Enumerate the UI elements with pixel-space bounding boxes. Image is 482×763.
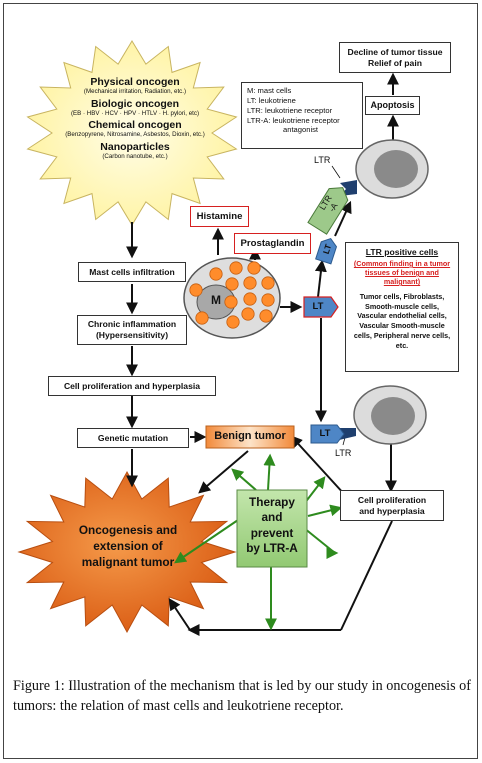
malignant-tumor-burst: [17, 470, 237, 634]
therapy-line-2: and: [261, 510, 283, 525]
mast-infiltration-label: Mast cells infiltration: [89, 266, 175, 277]
chemical-oncogen-detail: (Benzopyrene, Nitrosamine, Asbestos, Dio…: [65, 131, 205, 139]
lt-label-center: LT: [312, 301, 324, 312]
histamine-box: Histamine: [190, 206, 249, 227]
cell-proliferation-right-box: Cell proliferation and hyperplasia: [340, 490, 444, 521]
nanoparticles-detail: (Carbon nanotube, etc.): [102, 152, 168, 160]
benign-tumor-shape: [205, 425, 295, 449]
histamine-label: Histamine: [196, 210, 243, 222]
granule-5: [225, 277, 239, 291]
granule-3: [261, 276, 275, 290]
ltra-antagonist-shape: [307, 187, 349, 235]
decline-line-2: Relief of pain: [368, 57, 422, 68]
mast-cell-granules: [189, 261, 275, 329]
granule-6: [261, 293, 275, 307]
caption-text: Illustration of the mechanism that is le…: [13, 678, 472, 714]
caption-label: Figure 1:: [13, 678, 65, 694]
ltr-label-top: LTR: [314, 155, 331, 165]
lt-label-lower: LT: [319, 428, 331, 439]
nanoparticles-title: Nanoparticles: [100, 140, 170, 153]
legend-ltr: LTR: leukotriene receptor: [247, 105, 333, 115]
cell-proliferation-left-box: Cell proliferation and hyperplasia: [48, 376, 216, 396]
biologic-oncogen-title: Biologic oncogen: [90, 97, 180, 110]
ltr-positive-title: LTR positive cells: [365, 247, 439, 257]
lower-target-cell: [339, 385, 427, 445]
granule-13: [195, 311, 209, 325]
benign-tumor-label: Benign tumor: [214, 430, 286, 442]
granule-14: [224, 295, 238, 309]
legend-ltra: LTR-A: leukotriene receptor: [247, 115, 340, 125]
chronic-line-2: (Hypersensitivity): [95, 330, 169, 340]
ltr-label-bottom: LTR: [335, 448, 352, 458]
granule-8: [259, 309, 273, 323]
prostaglandin-box: Prostaglandin: [234, 233, 311, 254]
genetic-mutation-label: Genetic mutation: [97, 432, 169, 443]
mast-infiltration-box: Mast cells infiltration: [78, 262, 186, 282]
therapy-arrows: [174, 453, 343, 631]
cell-proliferation-left-label: Cell proliferation and hyperplasia: [63, 380, 201, 391]
apoptosis-box: Apoptosis: [365, 96, 420, 115]
lt-shape-center: [303, 296, 339, 318]
chemical-oncogen-title: Chemical oncogen: [88, 119, 182, 131]
therapy-text: Therapy and prevent by LTR-A: [237, 495, 307, 556]
therapy-shape: [236, 489, 308, 568]
therapy-line-3: prevent: [250, 525, 294, 540]
legend-lt: LT: leukotriene: [247, 95, 296, 105]
oncogen-list: Physical oncogen (Mechanical irritation,…: [55, 76, 215, 162]
therapy-line-1: Therapy: [249, 495, 295, 509]
legend-m: M: mast cells: [247, 86, 292, 95]
ltr-receptor-bottom: [339, 428, 356, 440]
granule-11: [209, 267, 223, 281]
prostaglandin-label: Prostaglandin: [240, 237, 305, 249]
lt-shape-upper: [315, 237, 338, 265]
granule-2: [247, 261, 261, 275]
granule-10: [226, 315, 240, 329]
physical-oncogen-title: Physical oncogen: [90, 76, 180, 88]
abbreviation-legend: M: mast cells LT: leukotriene LTR: leuko…: [241, 82, 363, 149]
therapy-line-4: by LTR-A: [246, 540, 298, 555]
chronic-inflammation-box: Chronic inflammation (Hypersensitivity): [77, 315, 187, 345]
physical-oncogen-detail: (Mechanical irritation, Radiation, etc.): [83, 88, 187, 96]
cell-proliferation-right-line-1: Cell proliferation: [357, 494, 427, 505]
chronic-line-1: Chronic inflammation: [87, 319, 177, 330]
decline-line-1: Decline of tumor tissue: [347, 46, 443, 57]
decline-box: Decline of tumor tissue Relief of pain: [339, 42, 451, 73]
genetic-mutation-box: Genetic mutation: [77, 428, 189, 448]
malignant-line-1: Oncogenesis and: [78, 523, 178, 537]
malignant-line-3: malignant tumor: [81, 554, 175, 569]
legend-ltra-cont: antagonist: [283, 125, 319, 135]
ltr-pointer-top: [331, 165, 341, 179]
ltr-positive-cells-box: LTR positive cells (Common finding in a …: [345, 242, 459, 372]
biologic-oncogen-detail: (EB · HBV · HCV · HPV · HTLV · H. pylori…: [70, 109, 200, 117]
ltr-positive-note: (Common finding in a tumor tissues of be…: [353, 259, 451, 286]
granule-1: [229, 261, 243, 275]
granule-12: [189, 283, 203, 297]
malignant-tumor-text: Oncogenesis and extension of malignant t…: [66, 523, 190, 571]
mast-cell-label: M: [211, 293, 221, 307]
ltr-positive-cells: Tumor cells, Fibroblasts, Smooth-muscle …: [353, 292, 451, 350]
apoptosis-label: Apoptosis: [370, 99, 415, 110]
lt-shape-lower: [310, 424, 345, 444]
cell-proliferation-right-line-2: and hyperplasia: [359, 505, 425, 516]
granule-4: [243, 276, 257, 290]
figure-caption: Figure 1: Illustration of the mechanism …: [13, 677, 471, 716]
granule-7: [243, 292, 257, 306]
malignant-line-2: extension of: [93, 538, 163, 553]
granule-9: [241, 307, 255, 321]
